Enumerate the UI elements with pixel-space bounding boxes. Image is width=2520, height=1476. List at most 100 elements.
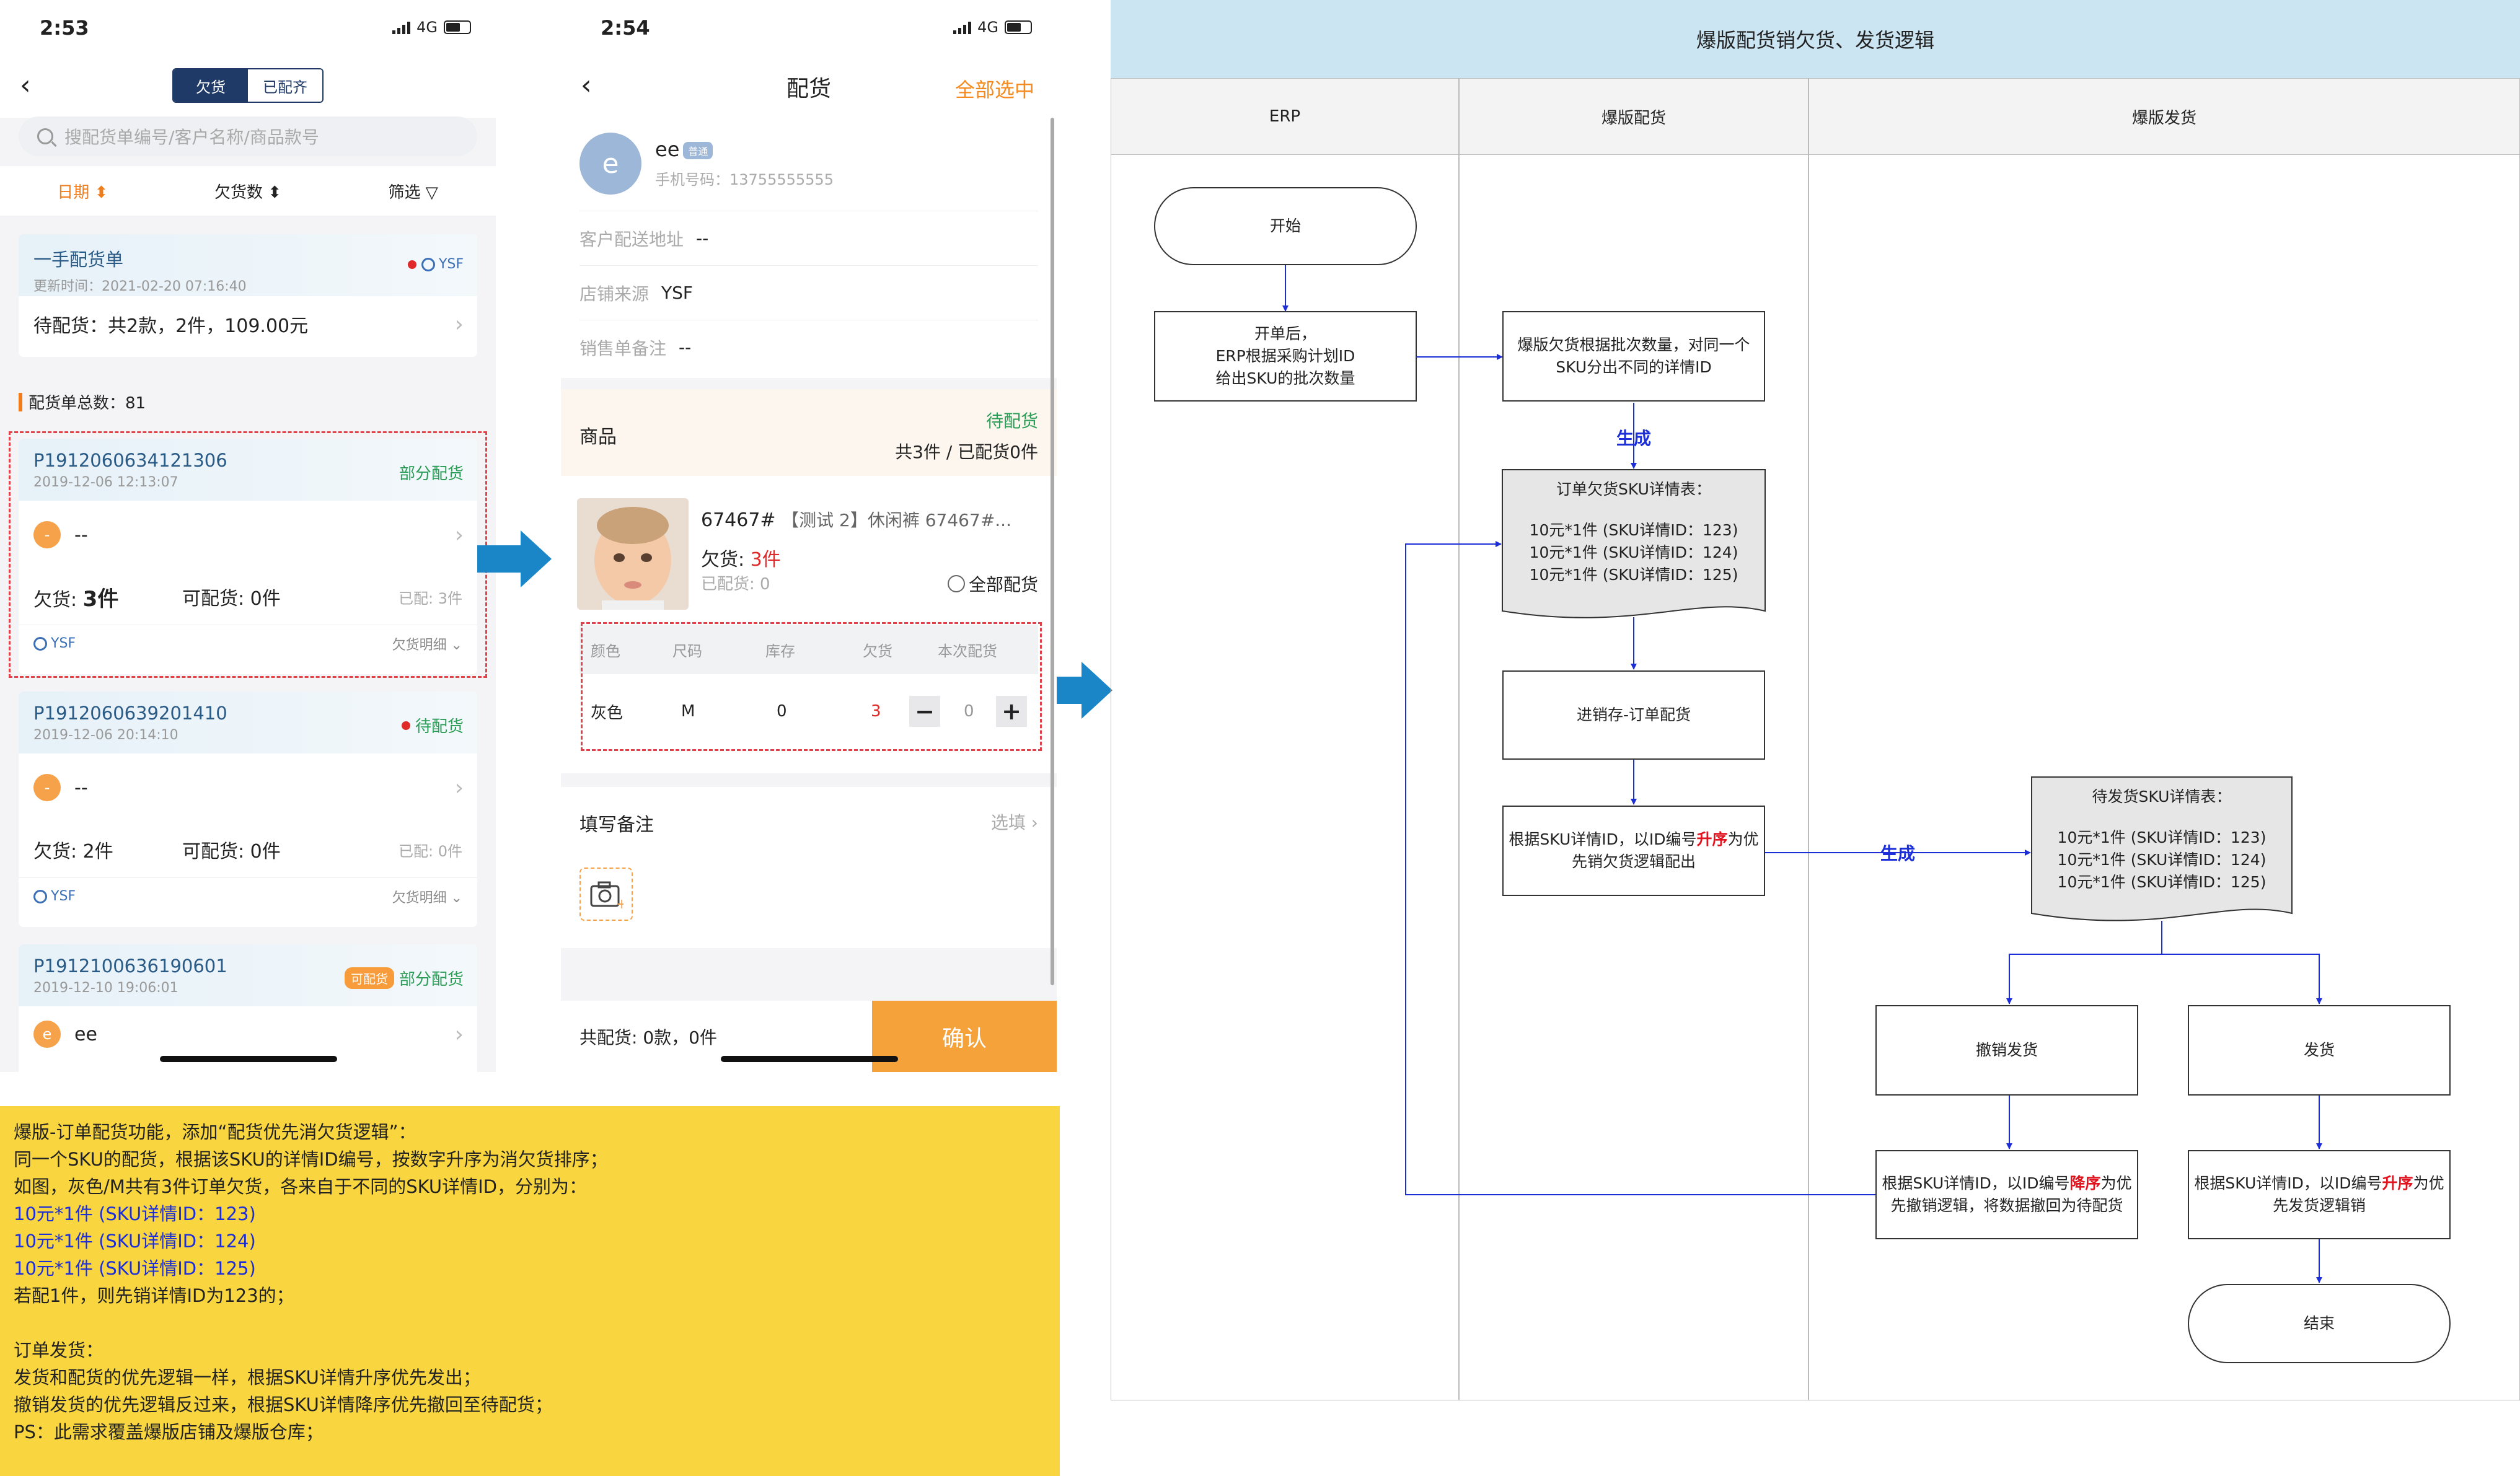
store-badge: YSF [33,636,76,651]
home-indicator [721,1056,898,1062]
filter-owe-count[interactable]: 欠货数 ⬍ [214,183,282,202]
note-line: 若配1件，则先销详情ID为123的； [14,1285,294,1306]
order-date: 2019-12-06 12:13:07 [33,475,178,490]
phone-order-list: 2:53 4G ‹ 欠货 已配齐 搜配货单编号/客户名称/商品款号 日期 ⬍ 欠… [0,0,496,1072]
order-date: 2019-12-10 19:06:01 [33,980,178,996]
sku-table: 颜色 尺码 库存 欠货 本次配货 灰色 M 0 3 − 0 + [579,625,1038,749]
avatar: - [33,774,61,801]
qty-row: 欠货: 3件 可配货: 0件 已配: 3件 [19,569,477,625]
filter-date[interactable]: 日期 ⬍ [57,183,108,202]
tab-complete[interactable]: 已配齐 [248,69,322,102]
avatar: e [33,1021,61,1048]
card-updated: 更新时间：2021-02-20 07:16:40 [33,279,247,294]
store-icon [33,636,47,651]
network-label: 4G [416,19,438,36]
plus-button[interactable]: + [996,674,1027,749]
sku-owe: 3 [871,702,881,721]
sku-header-row: 颜色 尺码 库存 欠货 本次配货 [579,625,1038,674]
available-tag: 可配货 [344,967,394,989]
select-all-button[interactable]: 全部选中 [954,78,1034,102]
customer-name: ee [74,1023,97,1045]
back-chevron-icon[interactable]: ‹ [20,69,31,101]
order-date: 2019-12-06 20:14:10 [33,727,178,743]
card-footer: YSF 欠货明细 ⌄ [19,625,477,662]
tab-owe[interactable]: 欠货 [174,69,248,102]
search-input[interactable]: 搜配货单编号/客户名称/商品款号 [19,116,477,156]
lane-header-erp: ERP [1111,78,1459,155]
ascending-ship-node: 根据SKU详情ID，以ID编号升序为优 先发货逻辑销 [2188,1150,2451,1239]
battery-icon [1005,20,1032,34]
goods-status: 待配货 [985,411,1038,431]
requirement-note: 爆版-订单配货功能，添加“配货优先消欠货逻辑”：同一个SKU的配货，根据该SKU… [0,1106,1060,1476]
battery-icon [444,20,471,34]
plus-icon: + [996,696,1027,727]
status-bar: 2:54 4G [561,0,1057,56]
goods-header: 商品 待配货 共3件 / 已配货0件 [561,389,1057,476]
note-line: 同一个SKU的配货，根据该SKU的详情ID编号，按数字升序为消欠货排序； [14,1149,608,1170]
unread-dot-icon [407,260,416,269]
col-stock: 库存 [765,642,795,660]
note-line: 发货和配货的优先逻辑一样，根据SKU详情升序优先发出； [14,1367,481,1388]
sku-size: M [681,702,695,721]
allocate-all-radio[interactable]: 全部配货 [947,571,1038,596]
chevron-right-icon: › [454,522,464,548]
first-hand-card[interactable]: 一手配货单 更新时间：2021-02-20 07:16:40 YSF 待配货：共… [19,234,477,357]
done-qty: 已配: 3件 [399,589,462,607]
back-chevron-icon[interactable]: ‹ [581,69,592,101]
scrollbar[interactable] [1051,118,1054,985]
home-indicator [160,1056,337,1062]
order-status: 部分配货 [399,465,464,483]
pointer-arrow-icon [1038,662,1112,719]
status-time: 2:53 [40,16,89,40]
ship-doc-title: 待发货SKU详情表： [2092,788,2232,806]
split-detail-node: 爆版欠货根据批次数量，对同一个 SKU分出不同的详情ID [1502,311,1765,402]
order-status: 可配货部分配货 [344,967,464,990]
store-icon [421,257,435,271]
alloc-qty-input[interactable]: 0 [964,702,974,721]
card-header: 一手配货单 更新时间：2021-02-20 07:16:40 YSF [19,234,477,296]
customer-row: - -- › [19,501,477,569]
filter-screen[interactable]: 筛选 ▽ [388,183,438,202]
note-line: 10元*1件 (SKU详情ID：123) [14,1203,256,1224]
order-count-text: 配货单总数：81 [29,394,146,413]
order-card[interactable]: P1912060639201410 2019-12-06 20:14:10 待配… [19,692,477,927]
avatar: - [33,521,61,548]
note-line [14,1309,1046,1337]
goods-summary: 共3件 / 已配货0件 [895,442,1038,462]
product-image [577,498,689,610]
order-count: 配货单总数：81 [19,390,146,413]
remark-optional[interactable]: 选填 › [990,812,1038,833]
owe-doc-title: 订单欠货SKU详情表： [1556,480,1711,498]
ascending-alloc-node: 根据SKU详情ID，以ID编号升序为优 先销欠货逻辑配出 [1502,806,1765,896]
minus-button[interactable]: − [909,674,940,749]
ship-doc-line: 10元*1件 (SKU详情ID：123) [2057,828,2267,846]
status-time: 2:54 [601,16,650,40]
chevron-right-icon: › [454,775,464,801]
product-name: 67467# 【测试 2】休闲裤 67467#... [701,509,1011,531]
owe-detail-toggle[interactable]: 欠货明细 ⌄ [392,637,462,653]
address-row: 客户配送地址-- [579,211,1038,265]
order-card[interactable]: P1912060634121306 2019-12-06 12:13:07 部分… [19,439,477,674]
product-owe: 欠货: 3件 [701,549,781,571]
card-header: P1912100636190601 2019-12-10 19:06:01 可配… [19,944,477,1006]
nav-bar: ‹ 配货 全部选中 [561,56,1057,118]
lane-allocation [1459,78,1808,1400]
confirm-button[interactable]: 确认 [872,1001,1057,1072]
ship-doc-line: 10元*1件 (SKU详情ID：124) [2057,851,2267,869]
owe-detail-toggle[interactable]: 欠货明细 ⌄ [392,890,462,906]
end-node: 结束 [2188,1284,2451,1363]
card-summary: 待配货：共2款，2件，109.00元 › [19,296,477,352]
camera-icon[interactable]: + [579,868,633,921]
minus-icon: − [909,696,940,727]
store-badge: YSF [421,257,464,272]
order-card[interactable]: P1912100636190601 2019-12-10 19:06:01 可配… [19,944,477,1072]
customer-name: -- [74,524,88,546]
owe-doc-line: 10元*1件 (SKU详情ID：124) [1529,543,1738,561]
order-status: 待配货 [401,714,464,737]
store-badge: YSF [33,889,76,904]
note-line: 撤销发货的优先逻辑反过来，根据SKU详情降序优先撤回至待配货； [14,1394,553,1415]
available-qty: 可配货: 0件 [182,588,281,610]
avatar: e [579,133,641,195]
